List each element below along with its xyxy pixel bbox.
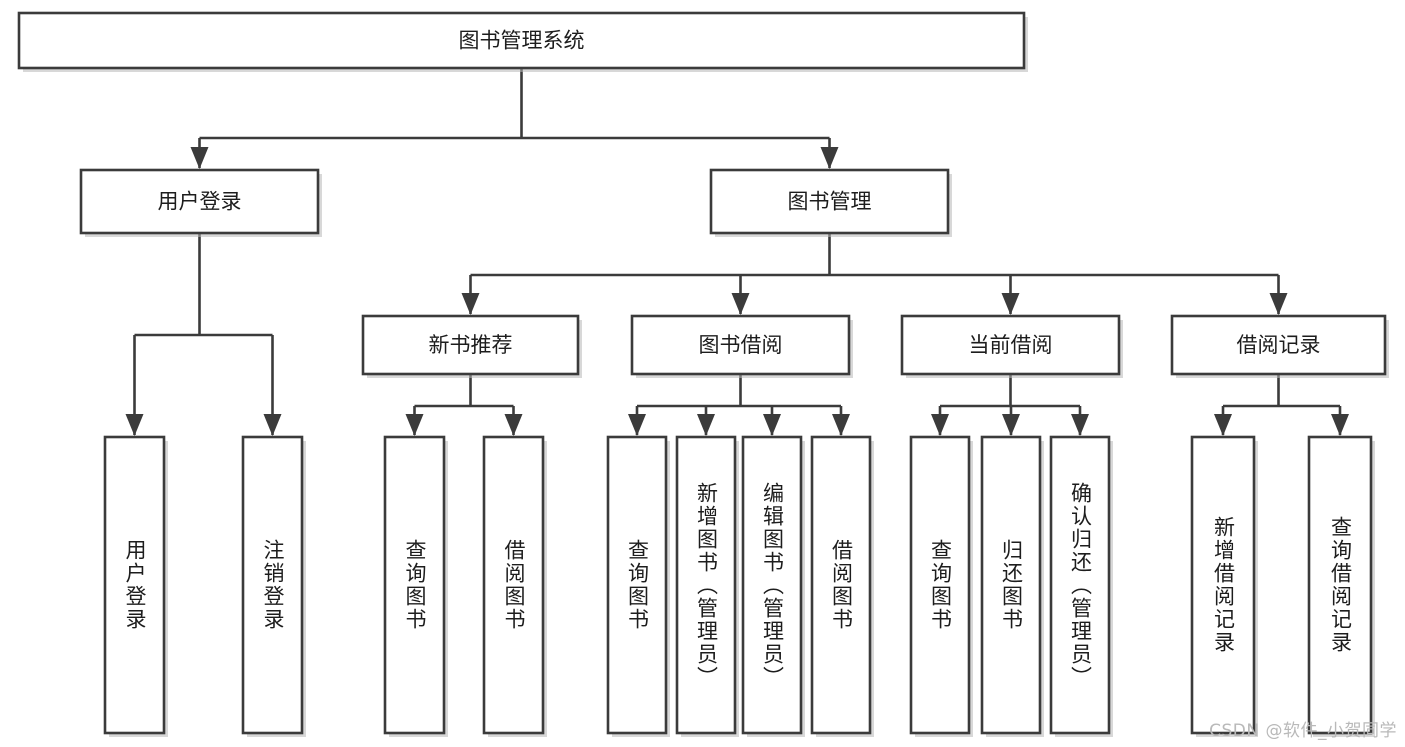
leaf-node-box-3[interactable] xyxy=(482,435,545,735)
arrow-level2-0 xyxy=(190,147,209,169)
arrow-leaf-1-0 xyxy=(628,414,646,436)
leaf-node-box-9[interactable] xyxy=(980,435,1042,735)
root-node-label: 图书管理系统 xyxy=(459,29,585,53)
arrow-level3-0 xyxy=(461,293,480,315)
level2-node-box-1[interactable] xyxy=(709,168,950,235)
arrow-level3-2 xyxy=(1001,293,1020,315)
node-boxes xyxy=(17,11,1389,737)
level2-node-box-0[interactable] xyxy=(79,168,320,235)
arrow-leaf-3-0 xyxy=(1214,414,1232,436)
level3-node-3-label: 借阅记录 xyxy=(1237,333,1321,357)
arrow-user-login-leaf-1 xyxy=(263,414,282,436)
arrow-leaf-3-1 xyxy=(1331,414,1349,436)
level3-node-box-2[interactable] xyxy=(900,314,1121,376)
connector-lines xyxy=(125,68,1349,436)
root-node-box[interactable] xyxy=(17,11,1026,70)
arrow-leaf-1-1 xyxy=(697,414,715,436)
leaf-node-box-10[interactable] xyxy=(1049,435,1111,735)
leaf-node-box-12[interactable] xyxy=(1307,435,1373,735)
watermark-text: CSDN @软件_小贺同学 xyxy=(1209,721,1397,741)
level2-node-1-label: 图书管理 xyxy=(788,190,872,214)
arrow-leaf-2-1 xyxy=(1002,414,1020,436)
level3-node-box-1[interactable] xyxy=(630,314,851,376)
level3-node-1-label: 图书借阅 xyxy=(699,333,783,357)
leaf-node-box-5[interactable] xyxy=(675,435,737,735)
arrow-user-login-leaf-0 xyxy=(125,414,144,436)
level2-node-0-label: 用户登录 xyxy=(158,190,242,214)
arrow-leaf-1-2 xyxy=(763,414,781,436)
leaf-node-box-1[interactable] xyxy=(241,435,304,735)
arrow-leaf-2-0 xyxy=(931,414,949,436)
level3-node-2-label: 当前借阅 xyxy=(969,333,1053,357)
level3-node-0-label: 新书推荐 xyxy=(429,333,513,357)
leaf-node-box-6[interactable] xyxy=(741,435,803,735)
leaf-node-box-11[interactable] xyxy=(1190,435,1256,735)
arrow-level2-1 xyxy=(820,147,839,169)
arrow-level3-1 xyxy=(731,293,750,315)
arrow-leaf-2-2 xyxy=(1071,414,1089,436)
arrow-leaf-0-0 xyxy=(405,414,424,436)
leaf-node-box-7[interactable] xyxy=(810,435,872,735)
level3-node-box-3[interactable] xyxy=(1170,314,1387,376)
arrow-level3-3 xyxy=(1269,293,1288,315)
level3-node-box-0[interactable] xyxy=(361,314,580,376)
leaf-node-box-4[interactable] xyxy=(606,435,668,735)
arrow-leaf-1-3 xyxy=(832,414,850,436)
leaf-node-box-8[interactable] xyxy=(909,435,971,735)
leaf-node-box-0[interactable] xyxy=(103,435,166,735)
leaf-node-box-2[interactable] xyxy=(383,435,446,735)
arrow-leaf-0-1 xyxy=(504,414,523,436)
